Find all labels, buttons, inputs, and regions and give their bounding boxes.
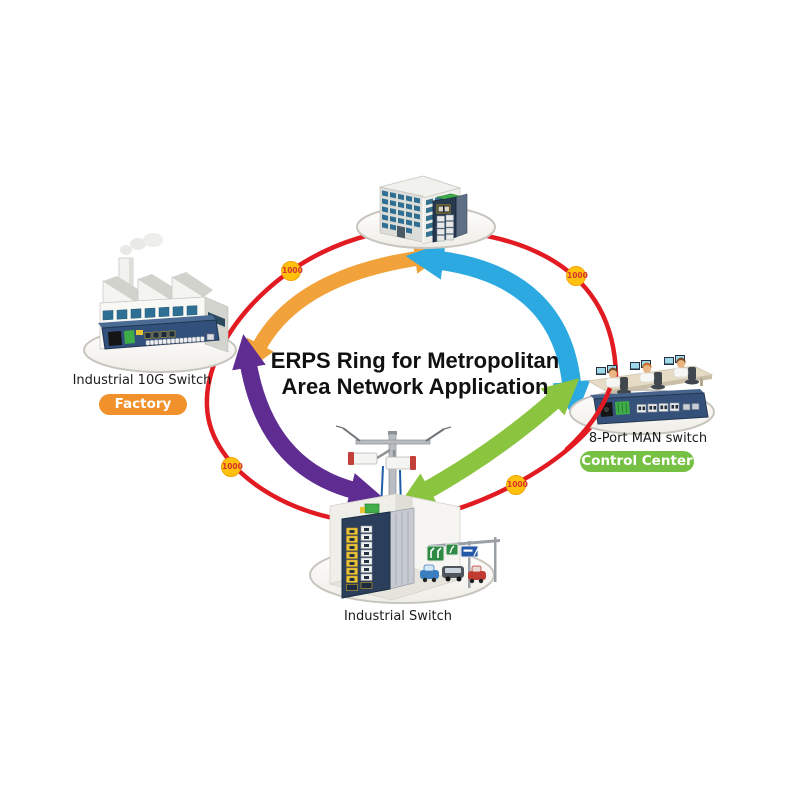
factory-badge: Factory: [99, 394, 187, 415]
link-speed-badge: 1000: [221, 457, 243, 477]
control-switch-label: 8-Port MAN switch: [588, 431, 708, 446]
erps-ring-front-segment: [564, 387, 613, 452]
control-room-with-man-switch-icon: [586, 355, 714, 425]
arrows-layer: [232, 241, 591, 507]
title-line-2: Area Network Application: [281, 374, 549, 399]
arrow-control-to-bottom: [397, 378, 580, 507]
arrow-factory-to-top: [246, 243, 445, 372]
arrow-top-to-control: [405, 241, 591, 420]
factory-with-rack-switch-icon: [98, 233, 229, 353]
diagram-title: ERPS Ring for Metropolitan Area Network …: [235, 348, 595, 400]
title-line-1: ERPS Ring for Metropolitan: [270, 348, 560, 373]
metro-building-node: [356, 175, 496, 249]
link-speed-badge: 1000: [566, 266, 588, 286]
link-speed-badge: 1000: [281, 261, 303, 281]
arrow-factory-to-bottom: [232, 334, 384, 507]
factory-node: [83, 233, 237, 373]
office-building-with-industrial-switch-icon: [379, 175, 468, 245]
link-speed-badge: 1000: [506, 475, 528, 495]
roadside-node: [309, 425, 500, 604]
factory-switch-label: Industrial 10G Switch: [72, 373, 212, 388]
control-center-node: [564, 355, 715, 452]
roadside-switch-label: Industrial Switch: [343, 609, 453, 624]
roadside-cabinet-with-cctv-icon: [328, 425, 500, 601]
control-center-badge: Control Center: [580, 451, 694, 472]
